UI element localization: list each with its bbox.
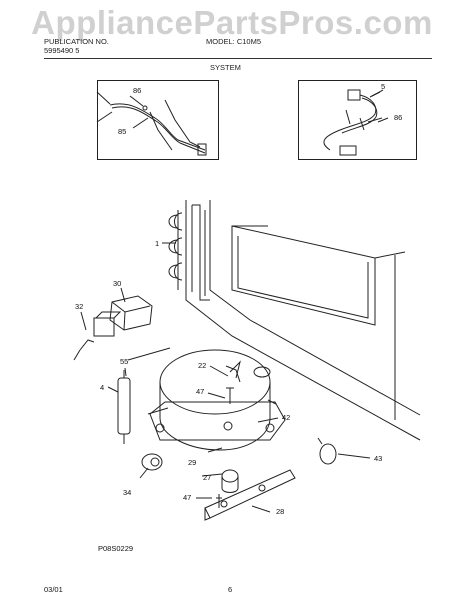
publication-label: PUBLICATION NO. — [44, 37, 109, 46]
callout-4: 4 — [100, 383, 105, 392]
callout-27: 27 — [203, 473, 212, 482]
callout-86-left: 86 — [133, 86, 142, 95]
leader-lines — [80, 89, 389, 513]
page-number: 6 — [228, 585, 233, 594]
wiring-harness-left — [109, 95, 207, 156]
date-label: 03/01 — [44, 585, 63, 594]
callout-34: 34 — [123, 488, 132, 497]
inset-box-wiring-right — [298, 80, 417, 160]
grommet-34 — [141, 453, 163, 471]
callout-86-right: 86 — [394, 113, 403, 122]
publication-number: 5995490 5 — [44, 46, 80, 55]
callout-1: 1 — [155, 239, 160, 248]
callout-32: 32 — [75, 302, 84, 311]
callout-22: 22 — [198, 361, 207, 370]
relay-and-overload — [73, 295, 153, 361]
callout-30: 30 — [113, 279, 122, 288]
diagram-id: P08S0229 — [98, 544, 134, 553]
callout-47-lower: 47 — [183, 493, 192, 502]
wiring-harness-right — [323, 89, 383, 156]
callout-29: 29 — [188, 458, 197, 467]
callout-55: 55 — [120, 357, 129, 366]
model-label: MODEL: C10M5 — [206, 37, 262, 46]
callout-5: 5 — [381, 82, 386, 91]
callout-47-upper: 47 — [196, 387, 205, 396]
callout-85: 85 — [118, 127, 127, 136]
filter-drier — [117, 370, 131, 444]
callout-43: 43 — [374, 454, 383, 463]
callout-42: 42 — [282, 413, 291, 422]
callout-28: 28 — [276, 507, 285, 516]
screw-and-pin — [225, 365, 241, 404]
section-title: SYSTEM — [210, 63, 241, 72]
tube-clamp — [317, 437, 337, 465]
mounting-rail — [204, 469, 296, 521]
watermark-logo: AppliancePartsPros.com — [31, 4, 433, 41]
condenser-coil — [168, 204, 210, 301]
compressor — [127, 347, 286, 451]
header-rule — [44, 58, 432, 59]
cabinet-outline — [185, 200, 421, 441]
